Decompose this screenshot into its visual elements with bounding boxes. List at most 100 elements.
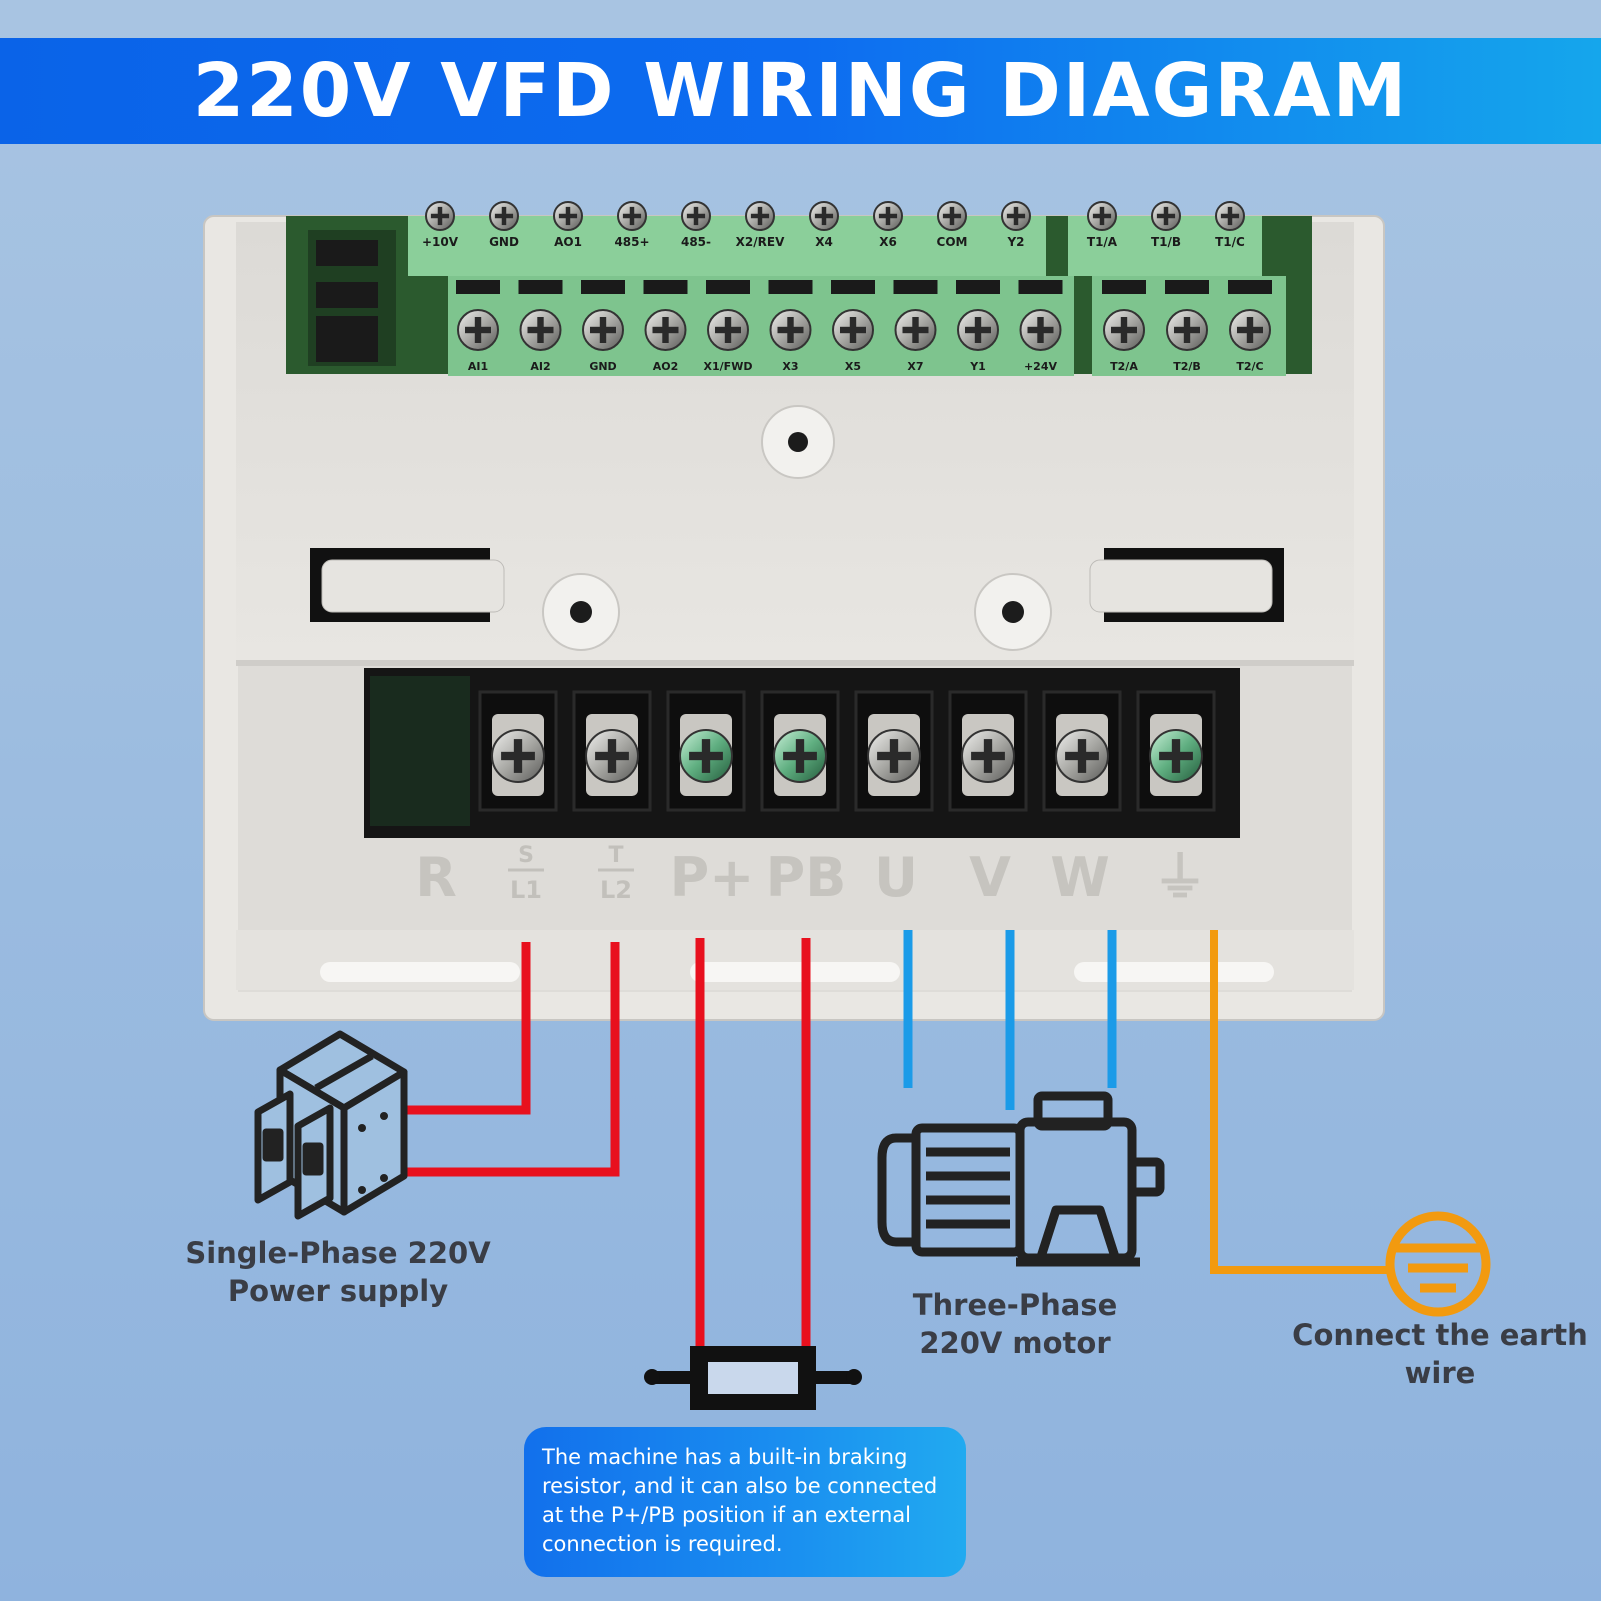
braking-resistor-note: The machine has a built-in braking resis… [524, 1427, 966, 1577]
control-terminal-label: +24V [1024, 360, 1058, 373]
control-terminal-label: Y2 [1006, 235, 1024, 249]
wire-L2 [402, 942, 620, 1177]
brake-resistor-wires [695, 938, 811, 1346]
relay-terminal-label: T1/B [1151, 235, 1181, 249]
control-screw-top [553, 201, 583, 231]
cable-slot [320, 962, 520, 982]
terminal-slot [518, 280, 563, 294]
terminal-slot [706, 280, 750, 294]
earth-label: Connect the earth wire [1280, 1316, 1600, 1392]
dip-switches [308, 230, 396, 366]
control-terminal-label: X5 [845, 360, 861, 373]
power-terminal-label: T [608, 843, 623, 868]
power-terminal-label: R [415, 846, 457, 909]
power-terminal-label: P+ [670, 846, 755, 909]
cover-clip-left [310, 548, 505, 622]
earth-label-line2: wire [1404, 1356, 1476, 1390]
terminal-slot [768, 280, 813, 294]
relay-screw-bottom [1103, 309, 1145, 351]
control-terminal-label: X7 [907, 360, 923, 373]
relay-terminal-label: T2/C [1236, 360, 1263, 373]
power-terminal-label: S [518, 843, 534, 868]
control-screw-top [937, 201, 967, 231]
power-terminal-screw [961, 729, 1015, 783]
relay-terminal-label: T2/A [1110, 360, 1138, 373]
control-screw-top [873, 201, 903, 231]
control-screw-bottom [457, 309, 499, 351]
control-screw-bottom [1019, 309, 1062, 351]
mounting-hole-right [974, 573, 1052, 651]
earth-label-line1: Connect the earth [1292, 1318, 1588, 1352]
power-terminal-screw [679, 729, 733, 783]
control-screw-bottom [582, 309, 624, 351]
motor-label: Three-Phase 220V motor [880, 1286, 1150, 1362]
relay-terminal-label: T2/B [1173, 360, 1201, 373]
terminal-slot [893, 280, 938, 294]
control-terminal-label: Y1 [969, 360, 986, 373]
control-terminal-label: GND [589, 360, 616, 373]
control-screw-bottom [707, 309, 749, 351]
control-terminal-label: AO1 [554, 235, 582, 249]
power-terminal-label: W [1050, 846, 1110, 909]
control-terminal-label: 485+ [614, 235, 649, 249]
control-terminal-label: X1/FWD [704, 360, 753, 373]
power-supply-label-line2: Power supply [227, 1274, 449, 1308]
power-terminal-screw [491, 729, 545, 783]
mounting-hole-left [542, 573, 620, 651]
power-supply-label: Single-Phase 220V Power supply [168, 1234, 508, 1310]
control-terminal-label: 485- [681, 235, 711, 249]
power-terminal-label: L2 [600, 876, 632, 904]
terminal-slot [456, 280, 500, 294]
wire-L1 [402, 942, 531, 1115]
control-terminal-label: AI1 [468, 360, 488, 373]
control-screw-top [745, 201, 775, 231]
control-terminal-label: X4 [815, 235, 833, 249]
motor-icon [877, 1091, 1165, 1267]
relay-screw-top [1087, 201, 1117, 231]
control-screw-bottom [644, 309, 687, 351]
mounting-hole-top [761, 405, 835, 479]
control-terminal-label: AI2 [530, 360, 550, 373]
power-terminal-screw [867, 729, 921, 783]
terminal-slot [1228, 280, 1272, 294]
control-screw-bottom [894, 309, 937, 351]
control-terminal-label: GND [489, 235, 519, 249]
power-terminal-label: U [874, 846, 918, 909]
braking-resistor-icon [644, 1346, 862, 1410]
control-terminal-label: X6 [879, 235, 897, 249]
power-terminal-screw [1055, 729, 1109, 783]
power-terminal-label: ⏚ [1153, 846, 1207, 909]
power-terminal-screw [585, 729, 639, 783]
circuit-breaker-icon [254, 1030, 408, 1220]
cable-slot [1074, 962, 1274, 982]
terminal-slot [1165, 280, 1209, 294]
earth-ground-icon [1385, 1211, 1491, 1317]
power-terminal-label: PB [766, 846, 847, 909]
cover-clip-right [1089, 548, 1284, 622]
terminal-slot [956, 280, 1000, 294]
power-terminal-label: V [969, 846, 1011, 909]
relay-screw-top [1151, 201, 1181, 231]
terminal-slot [1102, 280, 1146, 294]
control-screw-top [809, 201, 839, 231]
control-terminal-label: AO2 [653, 360, 679, 373]
power-terminal-screw [1149, 729, 1203, 783]
terminal-slot [1018, 280, 1063, 294]
power-terminal-screw [773, 729, 827, 783]
relay-terminal-label: T1/C [1215, 235, 1245, 249]
control-screw-top [489, 201, 519, 231]
motor-label-line2: 220V motor [919, 1326, 1111, 1360]
power-supply-label-line1: Single-Phase 220V [185, 1236, 491, 1270]
power-supply-wires [402, 942, 620, 1177]
control-terminal-label: COM [937, 235, 968, 249]
relay-terminal-label: T1/A [1087, 235, 1118, 249]
control-terminal-label: X3 [782, 360, 798, 373]
control-screw-top [617, 201, 647, 231]
terminal-slot [581, 280, 625, 294]
page-title: 220V VFD WIRING DIAGRAM [192, 48, 1409, 134]
control-terminal-label: +10V [422, 235, 459, 249]
earth-wire [1210, 930, 1388, 1274]
